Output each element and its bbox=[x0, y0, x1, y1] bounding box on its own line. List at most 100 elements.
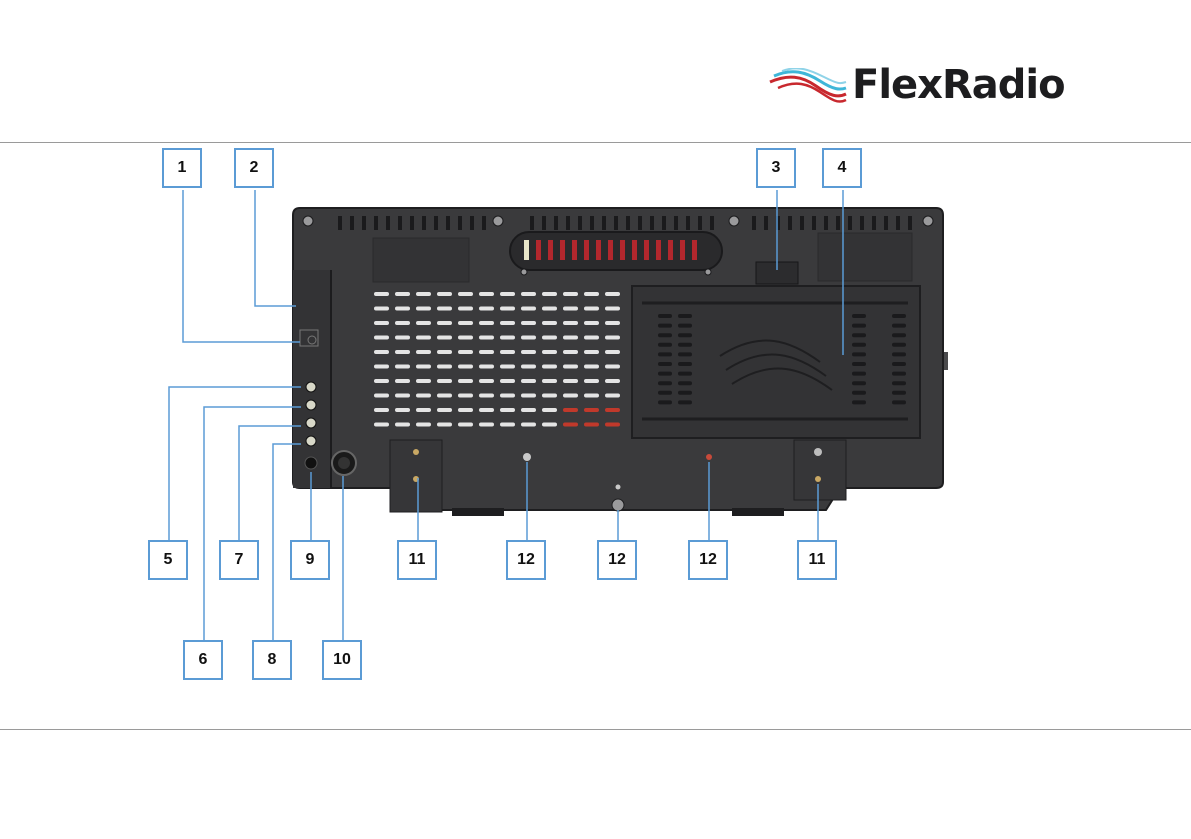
cover-vent-slot bbox=[678, 314, 692, 318]
vent-slot bbox=[479, 350, 494, 354]
vent-slot bbox=[500, 307, 515, 311]
vent-slot bbox=[458, 379, 473, 383]
vent-slot bbox=[395, 321, 410, 325]
vent-slot bbox=[374, 423, 389, 427]
vent-slot bbox=[563, 379, 578, 383]
vent-slot bbox=[416, 307, 431, 311]
vent-slot bbox=[563, 292, 578, 296]
vent-slot bbox=[500, 408, 515, 412]
vent-slot bbox=[521, 321, 536, 325]
vent-slot bbox=[479, 292, 494, 296]
vent-slot bbox=[416, 321, 431, 325]
vent-slot bbox=[437, 307, 452, 311]
vent-slot bbox=[542, 321, 557, 325]
vent-slot bbox=[374, 379, 389, 383]
vent-slot bbox=[521, 423, 536, 427]
vent-slot bbox=[479, 336, 494, 340]
vent-slot bbox=[605, 350, 620, 354]
cover-vent-slot bbox=[658, 314, 672, 318]
cover-vent-slot bbox=[658, 333, 672, 337]
vent-slot bbox=[395, 379, 410, 383]
vent-slot bbox=[458, 350, 473, 354]
callout-10: 10 bbox=[322, 640, 362, 680]
vent-slot bbox=[563, 307, 578, 311]
vent-slot bbox=[605, 379, 620, 383]
vent-slot bbox=[479, 307, 494, 311]
cover-vent-slot bbox=[852, 391, 866, 395]
cover-vent-slot bbox=[678, 381, 692, 385]
vent-slot bbox=[500, 292, 515, 296]
vent-slot bbox=[500, 321, 515, 325]
vent-slot bbox=[542, 379, 557, 383]
vent-slot bbox=[521, 307, 536, 311]
vent-slot bbox=[500, 379, 515, 383]
cover-vent-slot bbox=[852, 400, 866, 404]
vent-slot bbox=[563, 365, 578, 369]
vent-slot bbox=[395, 394, 410, 398]
vent-slot bbox=[563, 336, 578, 340]
vent-slot bbox=[542, 408, 557, 412]
vent-slot bbox=[416, 408, 431, 412]
vent-slot bbox=[395, 423, 410, 427]
cover-vent-slot bbox=[658, 343, 672, 347]
cover-vent-slot bbox=[892, 333, 906, 337]
vent-slot bbox=[584, 350, 599, 354]
vent-slot bbox=[374, 292, 389, 296]
vent-slot bbox=[458, 365, 473, 369]
vent-slot bbox=[374, 350, 389, 354]
callout-2: 2 bbox=[234, 148, 274, 188]
vent-slot bbox=[542, 307, 557, 311]
cover-vent-slot bbox=[658, 372, 672, 376]
cover-vent-slot bbox=[852, 314, 866, 318]
vent-slot bbox=[437, 394, 452, 398]
vent-slot bbox=[437, 292, 452, 296]
cover-vent-slot bbox=[658, 400, 672, 404]
vent-slot bbox=[416, 350, 431, 354]
cover-vent-slot bbox=[658, 352, 672, 356]
vent-slot bbox=[584, 321, 599, 325]
vent-slot bbox=[479, 423, 494, 427]
vent-slot bbox=[374, 336, 389, 340]
vent-slot bbox=[521, 350, 536, 354]
vent-slot bbox=[521, 292, 536, 296]
callout-12-center: 12 bbox=[597, 540, 637, 580]
callout-4: 4 bbox=[822, 148, 862, 188]
vent-slot bbox=[542, 423, 557, 427]
vent-slot bbox=[437, 379, 452, 383]
vent-slot bbox=[500, 350, 515, 354]
vent-slot bbox=[521, 365, 536, 369]
vent-slot bbox=[521, 394, 536, 398]
vent-slot bbox=[437, 336, 452, 340]
vent-slot bbox=[374, 365, 389, 369]
vent-slot bbox=[458, 408, 473, 412]
vent-slot bbox=[395, 350, 410, 354]
vent-slot bbox=[542, 350, 557, 354]
vent-slot bbox=[584, 423, 599, 427]
cover-vent-slot bbox=[852, 352, 866, 356]
cover-vent-slot bbox=[892, 314, 906, 318]
vent-slot bbox=[542, 336, 557, 340]
cover-vent-slot bbox=[852, 343, 866, 347]
vent-slot bbox=[605, 394, 620, 398]
vent-slot bbox=[395, 336, 410, 340]
vent-slot bbox=[584, 307, 599, 311]
cover-vent-slot bbox=[678, 362, 692, 366]
vent-slot bbox=[563, 423, 578, 427]
cover-vent-slot bbox=[658, 324, 672, 328]
vent-slot bbox=[521, 408, 536, 412]
cover-vent-slot bbox=[678, 333, 692, 337]
vent-slot bbox=[374, 394, 389, 398]
cover-vent-slot bbox=[852, 324, 866, 328]
vent-slot bbox=[458, 307, 473, 311]
vent-slot bbox=[563, 394, 578, 398]
cover-vent-slot bbox=[678, 391, 692, 395]
callout-8: 8 bbox=[252, 640, 292, 680]
callout-7: 7 bbox=[219, 540, 259, 580]
vent-slot bbox=[584, 365, 599, 369]
vent-slot bbox=[395, 365, 410, 369]
cover-vent-slot bbox=[892, 381, 906, 385]
vent-slot bbox=[458, 394, 473, 398]
vent-slot bbox=[584, 379, 599, 383]
vent-slot bbox=[458, 321, 473, 325]
vent-slot bbox=[458, 336, 473, 340]
